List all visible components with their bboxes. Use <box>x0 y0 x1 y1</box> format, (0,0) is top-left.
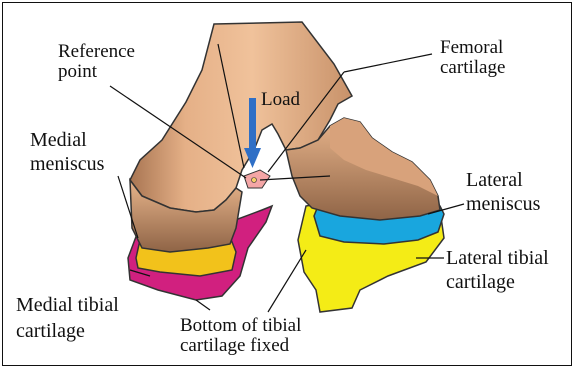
reference-point <box>244 170 270 188</box>
leader-bottom-fixed-left <box>196 300 210 310</box>
label-lateral-meniscus: Lateral meniscus <box>466 168 540 216</box>
leader-bottom-fixed-right <box>268 250 306 312</box>
label-femoral-cartilage: Femoral cartilage <box>440 38 505 78</box>
label-reference-point: Reference point <box>58 42 135 82</box>
label-medial-meniscus: Medial meniscus <box>30 128 104 176</box>
label-load: Load <box>261 90 300 110</box>
label-lateral-tibial-cartilage: Lateral tibial cartilage <box>446 246 549 294</box>
leader-femoral-line <box>344 54 432 72</box>
label-medial-tibial-cartilage: Medial tibial cartilage <box>16 292 119 344</box>
load-arrow-shaft <box>249 98 256 150</box>
reference-dot <box>252 178 257 183</box>
label-bottom-fixed: Bottom of tibial cartilage fixed <box>180 316 301 356</box>
